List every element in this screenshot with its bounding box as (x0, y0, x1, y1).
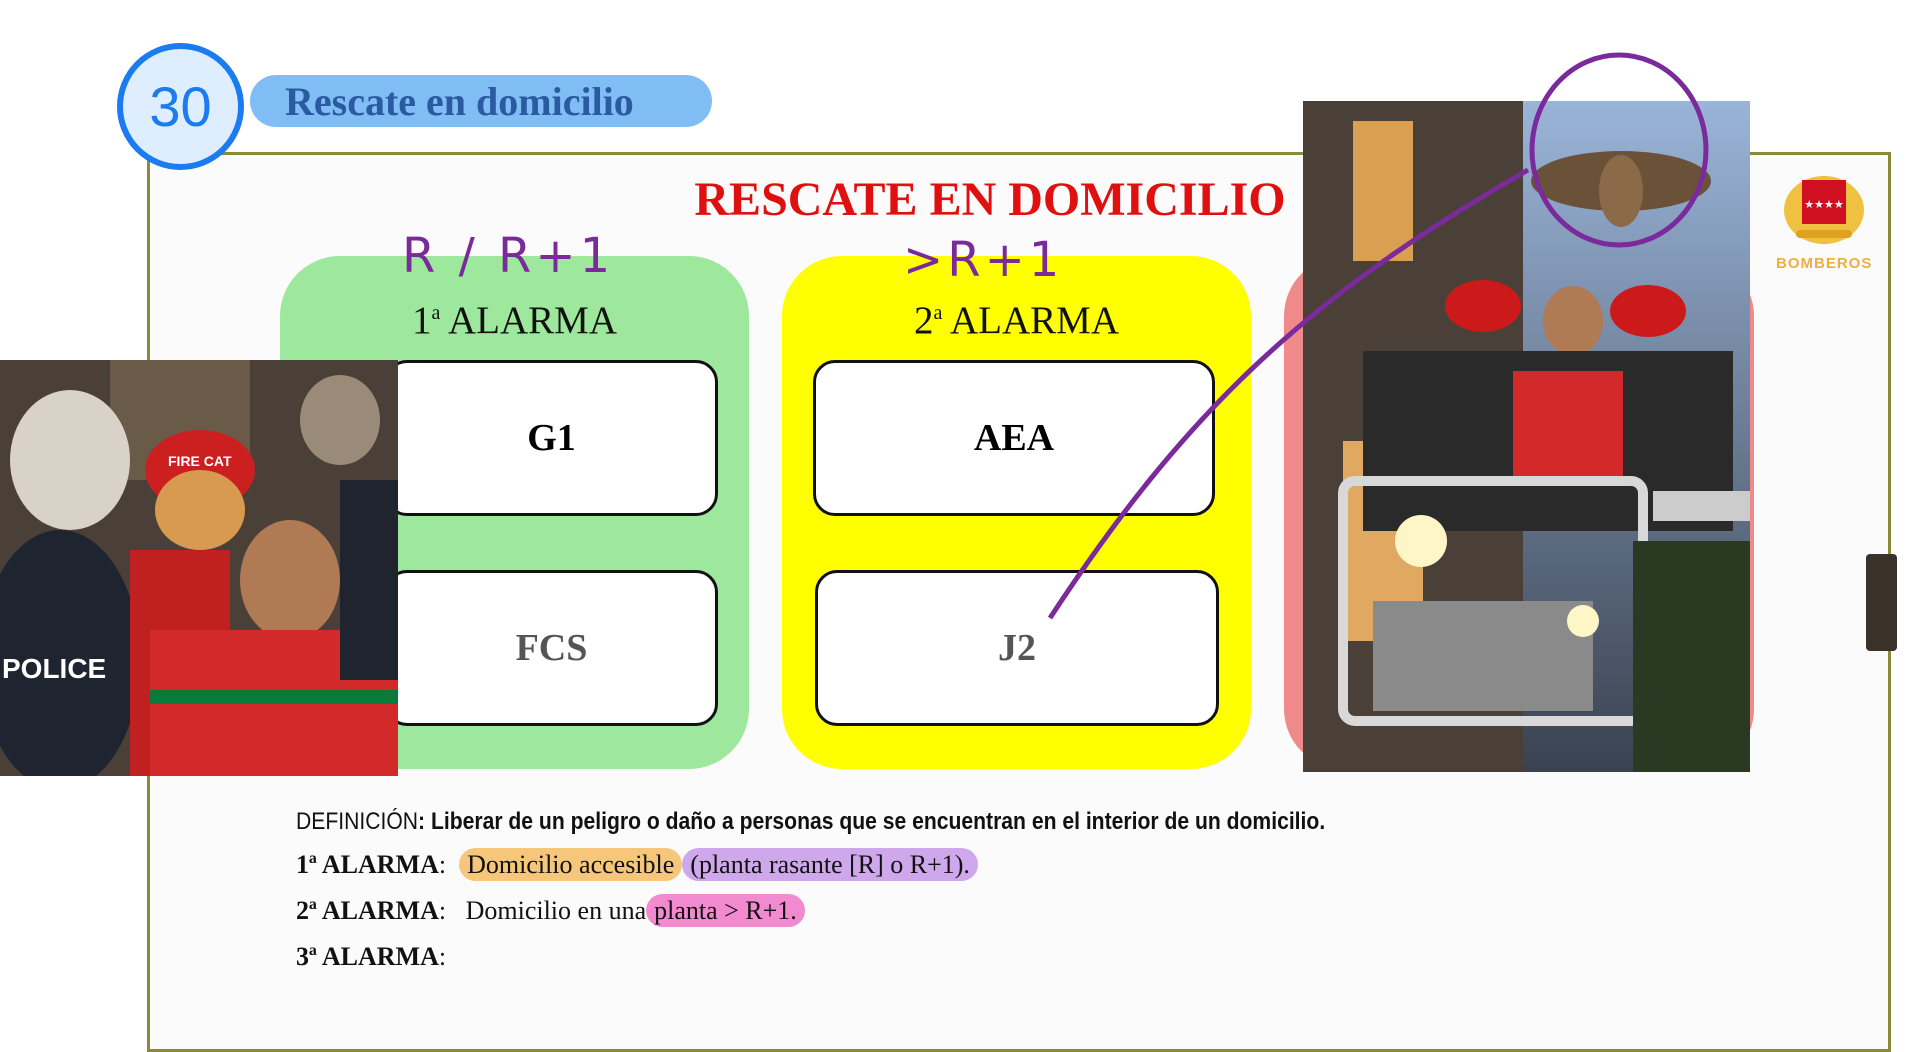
scrollbar-thumb[interactable] (1866, 554, 1897, 651)
annotation-circle-owl (1529, 52, 1709, 248)
alarm-2-label: 2a ALARMA (913, 299, 1119, 342)
pen-annotation-layer (1047, 52, 1709, 620)
slide-title: RESCATE EN DOMICILIO (694, 173, 1286, 226)
bomberos-emblem-icon: ★★★★ (1784, 176, 1864, 244)
panel-alarm-2: 2a ALARMA AEA J2 (782, 256, 1251, 769)
slide-number: 30 (149, 75, 212, 138)
bomberos-logo: ★★★★ BOMBEROS (1776, 160, 1872, 278)
photo-firefighters-rescue (1303, 101, 1750, 772)
logo-text: BOMBEROS (1776, 255, 1873, 272)
photo-illustration-2 (1303, 101, 1750, 772)
resource-box-j2: J2 (815, 570, 1219, 726)
alarm-1-label: 1a ALARMA (411, 299, 617, 342)
photo-illustration: FIRE CAT POLICE (0, 360, 398, 776)
svg-text:FIRE CAT: FIRE CAT (168, 453, 232, 469)
panel-alarm-1: 1a ALARMA G1 FCS (280, 256, 749, 769)
section-title-text: Rescate en domicilio (285, 78, 634, 124)
photo-firecat-police: FIRE CAT POLICE (0, 360, 398, 776)
svg-text:POLICE: POLICE (2, 653, 106, 684)
annotation-line (1047, 167, 1530, 620)
alarm-1-description: 1ª ALARMA: Domicilio accesible(planta ra… (296, 848, 978, 881)
resource-box-g1: G1 (385, 360, 718, 516)
definition-line: DEFINICIÓN: Liberar de un peligro o daño… (296, 808, 1326, 835)
alarm-3-description: 3ª ALARMA: (296, 942, 447, 971)
slide-number-badge: 30 (117, 43, 244, 170)
section-title: Rescate en domicilio (250, 75, 712, 127)
handwritten-annotation-2: >R+1 (903, 232, 1064, 288)
resource-box-aea: AEA (813, 360, 1215, 516)
resource-box-fcs: FCS (385, 570, 718, 726)
handwritten-annotation-1: R / R+1 (402, 228, 615, 284)
svg-text:★★★★: ★★★★ (1804, 198, 1844, 211)
